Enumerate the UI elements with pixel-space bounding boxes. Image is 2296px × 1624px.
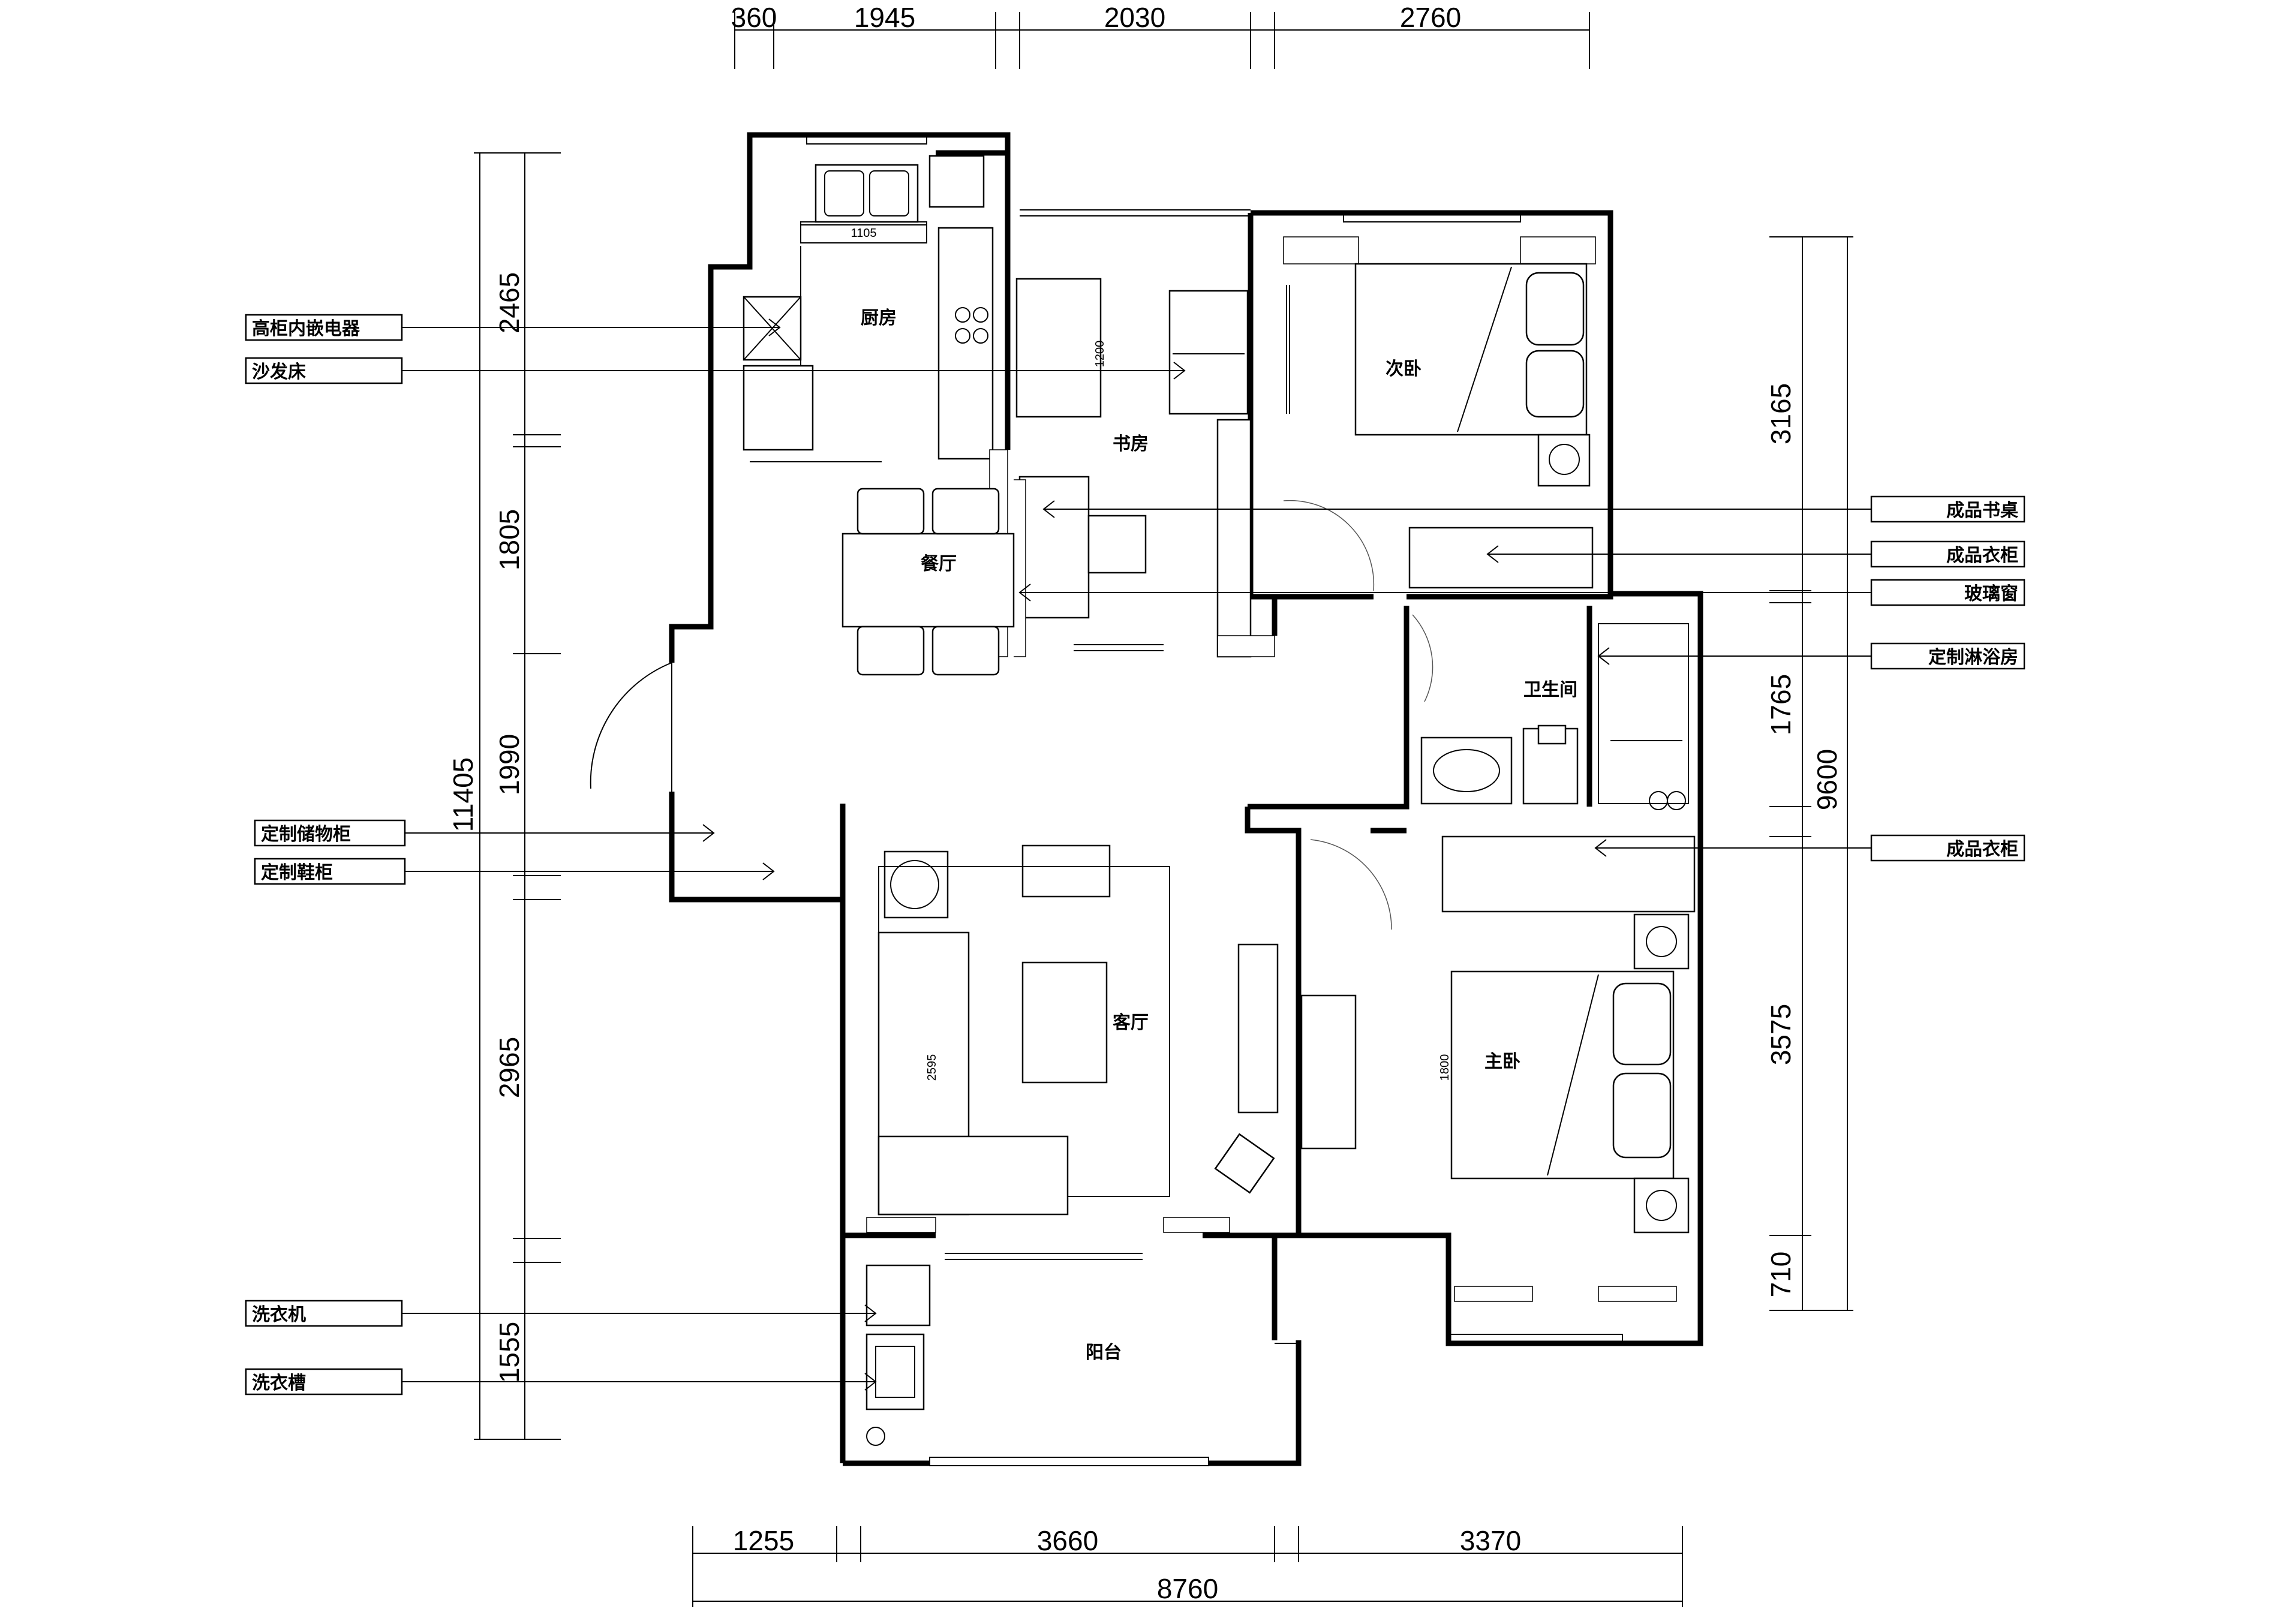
dim-right-1: 3165 <box>1765 383 1796 444</box>
right-dimensions: 3165 1765 3575 710 9600 <box>1765 236 1853 1311</box>
annotation-shower-room: 定制淋浴房 <box>1928 647 2018 668</box>
annotation-desk: 成品书桌 <box>1946 500 2018 521</box>
room-labels: 厨房 书房 餐厅 次卧 卫生间 客厅 主卧 阳台 <box>861 308 1577 1363</box>
bathroom-sink <box>1420 736 1513 805</box>
annotation-storage-cabinet: 定制储物柜 <box>261 824 351 845</box>
annotation-sofa-bed: 沙发床 <box>252 362 306 383</box>
label-master-bedroom: 主卧 <box>1484 1051 1520 1072</box>
annotation-shoe-cabinet: 定制鞋柜 <box>261 862 333 883</box>
annotation-wardrobe-master: 成品衣柜 <box>1946 839 2018 860</box>
dim-sofa: 2595 <box>925 1054 939 1081</box>
label-living: 客厅 <box>1113 1012 1149 1033</box>
label-bathroom: 卫生间 <box>1523 679 1577 700</box>
dim-bottom-2: 3660 <box>1037 1525 1098 1556</box>
kitchen-sink <box>815 164 919 223</box>
dim-right-4: 710 <box>1765 1252 1796 1298</box>
second-bedroom-furniture <box>1283 236 1596 591</box>
right-annotations: 成品书桌 成品衣柜 玻璃窗 定制淋浴房 成品衣柜 <box>1018 495 2025 862</box>
master-tv-cabinet <box>1300 994 1357 1150</box>
study-furniture: 1200 <box>1014 278 1275 658</box>
balcony-furniture <box>865 1264 931 1446</box>
master-bedroom-furniture: 1800 <box>1300 835 1696 1302</box>
dim-bottom-3: 3370 <box>1460 1525 1521 1556</box>
bottom-dimensions: 1255 3660 3370 8760 <box>692 1525 1683 1607</box>
dim-top-4: 2760 <box>1400 2 1461 33</box>
study-desk <box>1018 476 1090 619</box>
windows <box>806 136 1623 1466</box>
label-kitchen: 厨房 <box>861 308 897 329</box>
dim-left-5: 1555 <box>494 1322 525 1383</box>
left-dimensions: 2465 1805 1990 2965 1555 11405 <box>447 152 561 1440</box>
study-bed <box>1015 278 1102 418</box>
label-balcony: 阳台 <box>1086 1342 1122 1363</box>
walls <box>669 132 1703 1466</box>
tv-cabinet <box>1237 943 1279 1114</box>
dim-bottom-total: 8760 <box>1157 1573 1218 1604</box>
dim-master-bed: 1800 <box>1438 1054 1451 1081</box>
shower-room <box>1598 623 1689 804</box>
left-annotations: 高柜内嵌电器 沙发床 定制储物柜 定制鞋柜 洗衣机 洗衣槽 <box>245 314 1186 1396</box>
washing-machine <box>865 1264 931 1327</box>
dim-left-4: 2965 <box>494 1037 525 1098</box>
dim-top-3: 2030 <box>1104 2 1165 33</box>
sofa-bed <box>743 365 814 451</box>
coffee-table <box>1021 961 1108 1084</box>
living-furniture: 2595 <box>866 844 1279 1260</box>
kitchen-counter-right <box>937 227 994 460</box>
dining-table <box>842 533 1015 628</box>
master-wardrobe <box>1441 835 1696 913</box>
dim-top-2: 1945 <box>854 2 915 33</box>
dining-furniture <box>590 488 1015 792</box>
dim-bottom-1: 1255 <box>733 1525 794 1556</box>
annotation-wardrobe-second: 成品衣柜 <box>1946 545 2018 566</box>
annotation-tall-cabinet: 高柜内嵌电器 <box>252 318 360 339</box>
dim-left-1: 2465 <box>494 272 525 333</box>
dim-right-3: 3575 <box>1765 1004 1796 1065</box>
label-dining: 餐厅 <box>921 554 957 575</box>
annotation-laundry-sink: 洗衣槽 <box>252 1373 306 1394</box>
label-second-bedroom: 次卧 <box>1386 359 1422 380</box>
dim-right-total: 9600 <box>1811 749 1843 810</box>
bathroom-furniture <box>1412 614 1689 810</box>
dim-left-3: 1990 <box>494 734 525 795</box>
dim-study-bed: 1200 <box>1093 341 1107 368</box>
dim-left-2: 1805 <box>494 509 525 570</box>
label-study: 书房 <box>1113 434 1149 455</box>
dim-top-1: 360 <box>731 2 777 33</box>
second-bedroom-wardrobe <box>1408 527 1594 589</box>
top-dimensions: 360 1945 2030 2760 <box>731 2 1590 69</box>
annotation-washing-machine: 洗衣机 <box>252 1304 306 1325</box>
dim-right-2: 1765 <box>1765 674 1796 735</box>
dim-kitchen-counter: 1105 <box>851 227 876 240</box>
annotation-glass-window: 玻璃窗 <box>1964 584 2018 605</box>
kitchen-furniture: 1105 <box>743 155 1008 657</box>
dim-left-total: 11405 <box>447 757 479 832</box>
study-wardrobe <box>1168 290 1249 415</box>
